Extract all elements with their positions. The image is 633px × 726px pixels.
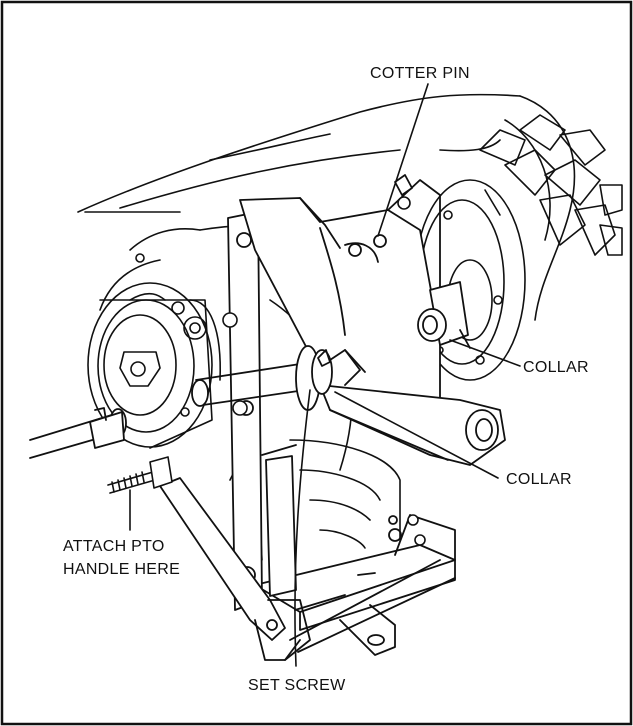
label-attach-pto-line2: HANDLE HERE <box>63 561 180 578</box>
leader-collar-upper <box>449 339 521 367</box>
left-pulley <box>87 253 222 449</box>
swing-arm <box>319 384 506 466</box>
label-attach-pto-line1: ATTACH PTO <box>63 538 165 555</box>
label-collar-upper: COLLAR <box>523 359 589 376</box>
collar-upper-part <box>417 281 471 349</box>
leader-cotter-pin <box>377 83 429 237</box>
base-bracket <box>254 514 456 656</box>
pto-handle-bolt <box>107 456 173 494</box>
tractor-body <box>77 93 576 321</box>
link-bar-right <box>261 444 297 597</box>
bolts <box>222 196 426 546</box>
lower-links <box>159 477 456 661</box>
tire-tread <box>479 114 623 256</box>
leader-set-screw <box>294 389 311 667</box>
upper-arm-bracket <box>239 174 441 421</box>
leader-lines <box>129 83 521 667</box>
drive-shaft <box>29 407 127 459</box>
label-cotter-pin: COTTER PIN <box>370 65 470 82</box>
label-collar-lower: COLLAR <box>506 471 572 488</box>
leader-collar-lower <box>334 391 499 479</box>
label-set-screw: SET SCREW <box>248 677 346 694</box>
